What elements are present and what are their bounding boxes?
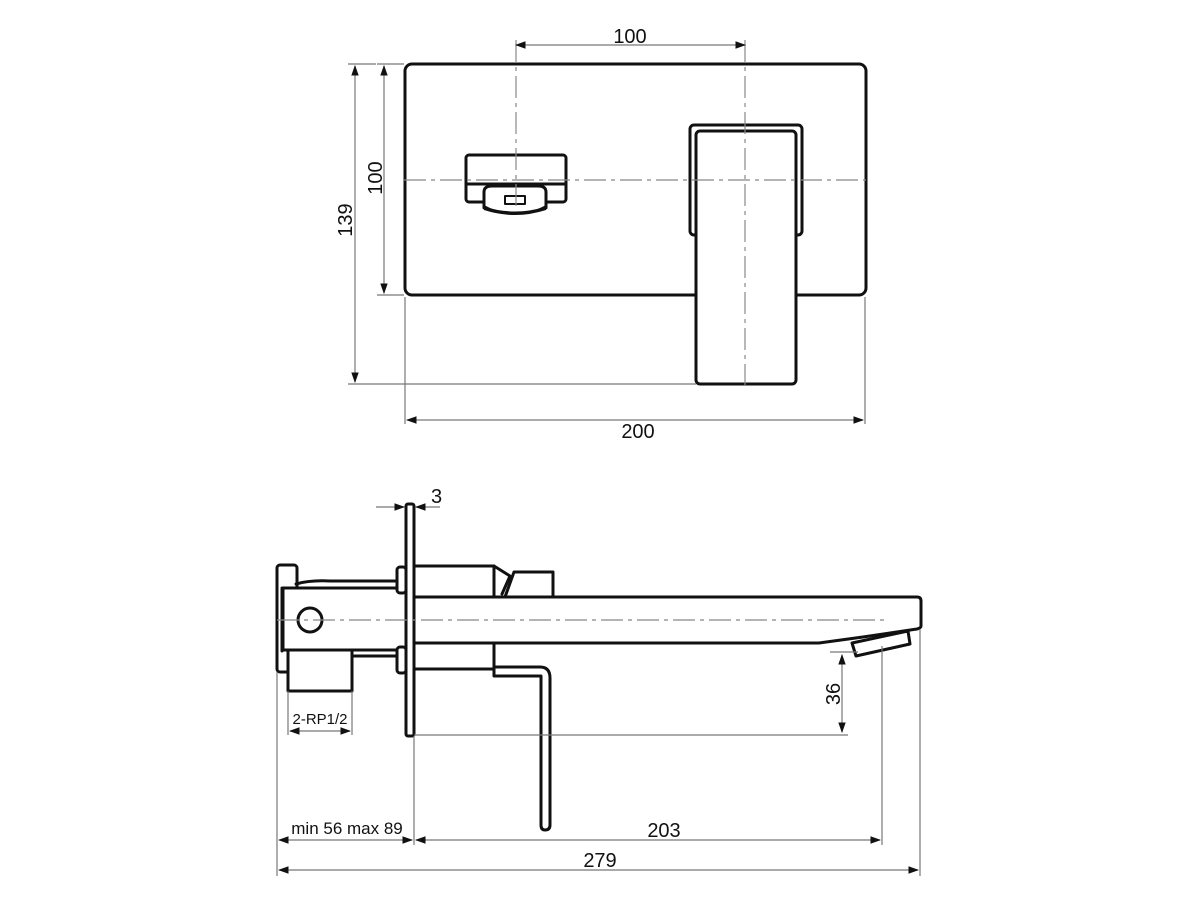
dim-overall-length: 279 (583, 850, 616, 872)
front-view: 100 100 139 200 (335, 26, 868, 443)
dim-plate-height: 100 (365, 161, 387, 194)
dim-wall-depth: min 56 max 89 (291, 819, 403, 838)
dim-spout-projection: 203 (647, 820, 680, 842)
dim-inlet-thread: 2-RP1/2 (292, 711, 347, 728)
dim-spout-handle-centers: 100 (613, 26, 646, 48)
dim-outlet-height: 36 (823, 683, 845, 705)
handle-lever-front (694, 129, 798, 386)
valve-body (294, 579, 397, 586)
dim-plate-width: 200 (621, 421, 654, 443)
handle-lever-side (492, 665, 552, 832)
handle-top (503, 570, 555, 599)
dim-plate-thickness: 3 (431, 486, 442, 508)
inlet-connector (286, 648, 354, 693)
dim-overall-height: 139 (335, 203, 357, 236)
side-view: 3 2-RP1/2 36 min 56 max 89 203 279 (275, 486, 923, 876)
